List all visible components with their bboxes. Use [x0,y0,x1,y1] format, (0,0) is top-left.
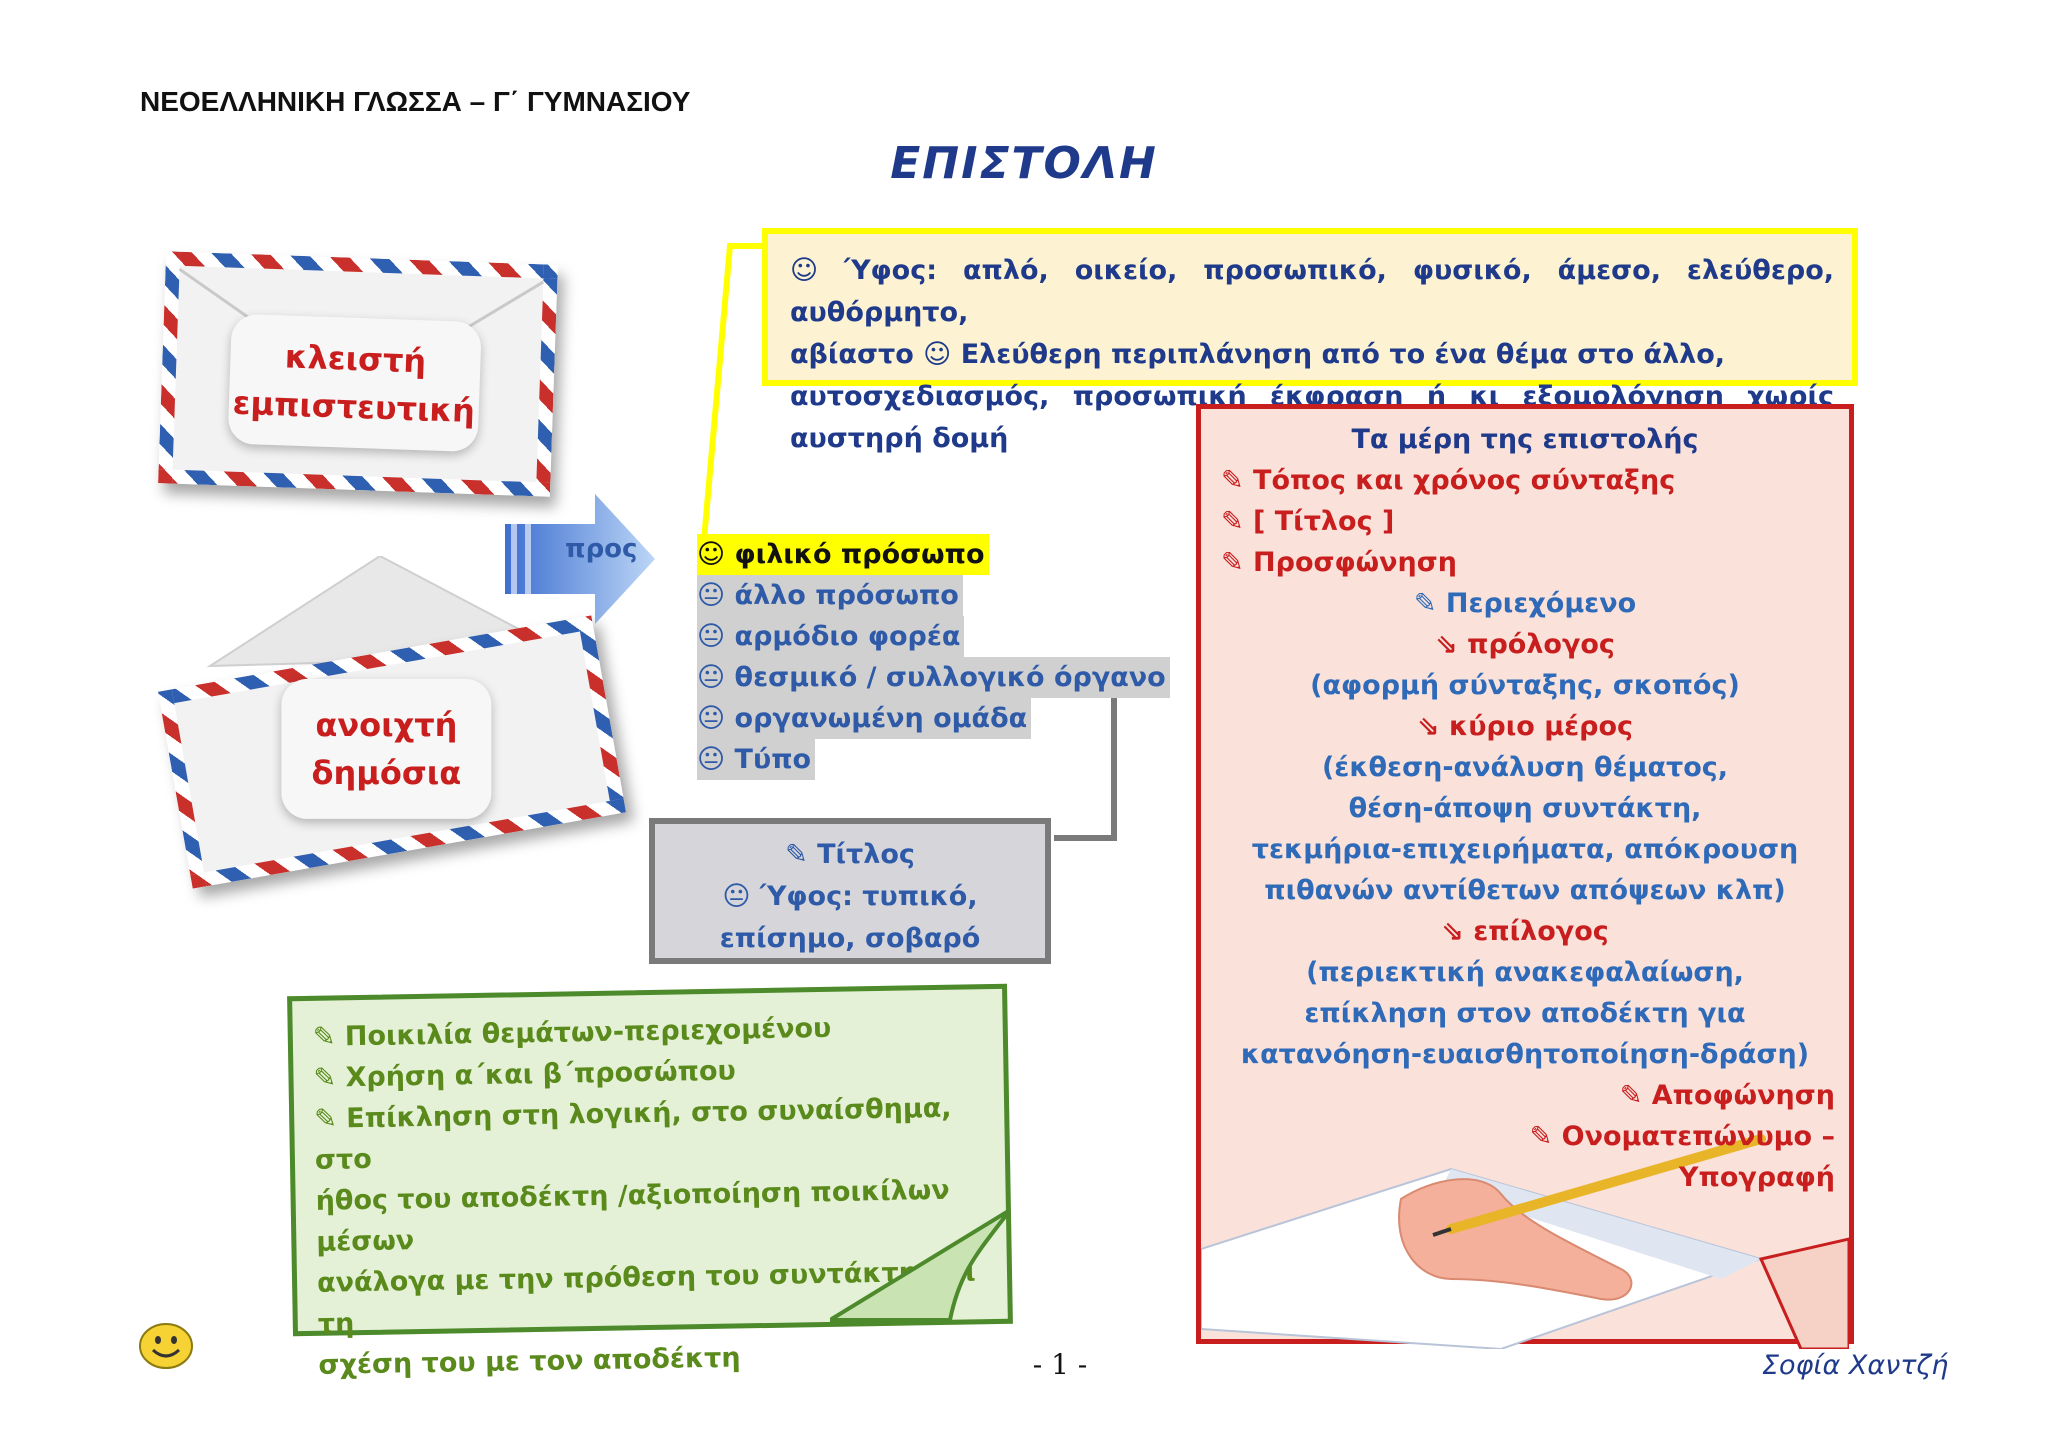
part-prologue-desc: (αφορμή σύνταξης, σκοπός) [1310,670,1740,701]
formal-style-line3: επίσημο, σοβαρό [719,923,981,954]
part-epilogue-desc: (περιεκτική ανακεφαλαίωση, [1306,957,1744,988]
part-epilogue-desc: κατανόηση-ευαισθητοποίηση-δράση) [1240,1039,1810,1070]
part-place-time: ✎ Τόπος και χρόνος σύνταξης [1221,465,1676,496]
page-curl-icon [830,1210,1010,1322]
parts-heading: Τα μέρη της επιστολής [1351,424,1699,455]
list-item: 😐 Τύπο [697,739,816,780]
open-envelope-image: ανοιχτή δημόσια [150,556,640,889]
list-item: 😐 αρμόδιο φορέα [697,616,965,657]
author-name: Σοφία Χαντζή [1762,1350,1949,1381]
formal-style-line1: ✎ Τίτλος [785,839,915,870]
part-closing: ✎ Αποφώνηση [1619,1080,1835,1111]
informal-style-line2: αβίαστο ☺ Ελεύθερη περιπλάνηση από το έν… [790,339,1726,370]
arrow-right-icon [505,494,655,624]
part-main-desc: θέση-άποψη συντάκτη, [1348,793,1702,824]
list-item: 😐 οργανωμένη ομάδα [697,698,1032,739]
part-signature: Υπογραφή [1678,1162,1835,1193]
formal-style-box: ✎ Τίτλος 😐 Ύφος: τυπικό, επίσημο, σοβαρό [649,818,1051,964]
informal-style-box: ☺ Ύφος: απλό, οικείο, προσωπικό, φυσικό,… [762,228,1858,454]
part-main-desc: (έκθεση-ανάλυση θέματος, [1321,752,1729,783]
page-title: ΕΠΙΣΤΟΛΗ [890,138,1158,189]
letter-parts-box: Τα μέρη της επιστολής ✎ Τόπος και χρόνος… [1196,404,1854,1349]
feature-line: ✎ Επίκληση στη λογική, στο συναίσθημα, σ… [313,1092,952,1176]
page-header: ΝΕΟΕΛΛΗΝΙΚΗ ΓΛΩΣΣΑ – Γ΄ ΓΥΜΝΑΣΙΟΥ [140,86,691,117]
page-number: - 1 - [1032,1348,1088,1381]
recipients-list: ☺ φιλικό πρόσωπο 😐 άλλο πρόσωπο 😐 αρμόδι… [697,534,1170,780]
list-item: 😐 θεσμικό / συλλογικό όργανο [697,657,1170,698]
part-main: ⇘ κύριο μέρος [1416,711,1633,742]
part-address: ✎ Προσφώνηση [1221,547,1457,578]
informal-style-line1: ☺ Ύφος: απλό, οικείο, προσωπικό, φυσικό,… [790,255,1834,328]
formal-style-line2: 😐 Ύφος: τυπικό, [722,881,978,912]
list-item: ☺ φιλικό πρόσωπο [697,534,989,575]
part-content: ✎ Περιεχόμενο [1413,588,1637,619]
arrow-label: προς [565,534,638,564]
part-epilogue-desc: επίκληση στον αποδέκτη για [1304,998,1746,1029]
part-name: ✎ Ονοματεπώνυμο – [1529,1121,1835,1152]
part-prologue: ⇘ πρόλογος [1435,629,1615,660]
part-epilogue: ⇘ επίλογος [1441,916,1609,947]
part-main-desc: πιθανών αντίθετων απόψεων κλπ) [1264,875,1786,906]
part-main-desc: τεκμήρια-επιχειρήματα, απόκρουση [1251,834,1799,865]
list-item: 😐 άλλο πρόσωπο [697,575,963,616]
writing-hand-image [1201,1134,1849,1349]
part-title: ✎ [ Τίτλος ] [1221,506,1395,537]
smiley-face-icon [139,1323,193,1369]
